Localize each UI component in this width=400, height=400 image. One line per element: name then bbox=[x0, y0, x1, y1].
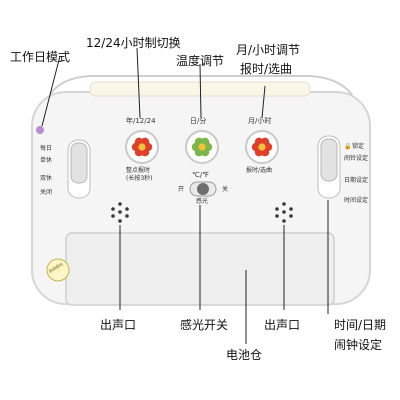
speaker-right-holes bbox=[275, 202, 293, 223]
right-slider-option: 闹铃设定 bbox=[344, 155, 369, 162]
callout-light-switch: 感光开关 bbox=[180, 318, 229, 332]
button-right-sub: 报时/选曲 bbox=[246, 167, 273, 174]
callout-speaker-right: 出声口 bbox=[264, 318, 301, 332]
flower-left-icon[interactable] bbox=[131, 137, 153, 157]
callout-temp-adjust: 温度调节 bbox=[176, 54, 225, 68]
button-mid-label: 日/分 bbox=[190, 117, 207, 125]
callout-battery: 电池仓 bbox=[226, 348, 263, 362]
switch-label: ℃/℉ bbox=[192, 171, 209, 179]
right-slider-option: 锁定 bbox=[352, 143, 365, 150]
left-slider-option: 单休 bbox=[40, 157, 53, 164]
callout-month-hour-adjust: 月/小时调节 bbox=[236, 43, 301, 57]
callout-workday-mode: 工作日模式 bbox=[10, 50, 71, 64]
left-slider-option: 关闭 bbox=[40, 189, 53, 196]
callout-alarm-set: 闹钟设定 bbox=[334, 338, 383, 352]
lock-icon: 🔒 bbox=[344, 143, 352, 150]
button-left-sub1: 整点报时 bbox=[126, 167, 151, 174]
right-slider-option: 时间设定 bbox=[344, 197, 369, 204]
callout-time-date: 时间/日期 bbox=[334, 318, 387, 332]
speaker-left-holes bbox=[111, 202, 129, 223]
left-slider-option: 双休 bbox=[40, 175, 53, 182]
switch-on-label: 开 bbox=[178, 186, 185, 193]
button-right-label: 月/小时 bbox=[248, 117, 272, 125]
indicator-dot bbox=[36, 126, 44, 134]
left-slider-option: 每日 bbox=[40, 145, 53, 152]
switch-sub-label: 感光 bbox=[196, 198, 209, 205]
flower-mid-icon[interactable] bbox=[191, 137, 213, 157]
callout-hour-format: 12/24小时制切换 bbox=[86, 36, 181, 50]
right-slider-option: 日期设定 bbox=[344, 177, 369, 184]
flower-right-icon[interactable] bbox=[251, 137, 273, 157]
callout-speaker-left: 出声口 bbox=[100, 318, 137, 332]
button-left-sub2: (长按3秒) bbox=[126, 175, 153, 182]
switch-off-label: 关 bbox=[222, 186, 229, 193]
button-left-label: 年/12/24 bbox=[126, 117, 156, 125]
callout-chime-select: 报时/选曲 bbox=[240, 62, 293, 76]
